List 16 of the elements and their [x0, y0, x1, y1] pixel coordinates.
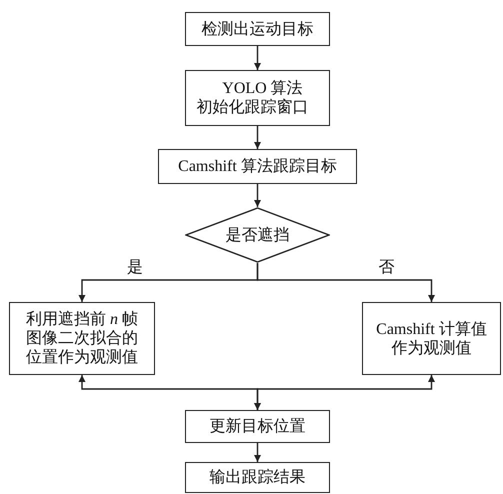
process-box: 利用遮挡前 n 帧图像二次拟合的位置作为观测值: [9, 302, 155, 375]
process-box: YOLO 算法初始化跟踪窗口: [185, 70, 330, 126]
process-box: 更新目标位置: [185, 410, 330, 443]
arrow: [256, 263, 435, 302]
arrow: [254, 375, 435, 410]
arrow: [254, 46, 261, 70]
arrow: [254, 184, 261, 207]
arrow: [254, 443, 261, 462]
edge-label: 否: [376, 259, 396, 277]
process-box: Camshift 计算值作为观测值: [362, 302, 501, 375]
process-box: 检测出运动目标: [185, 12, 330, 46]
process-box: Camshift 算法跟踪目标: [158, 149, 357, 184]
edge-label: 是: [125, 259, 145, 277]
arrow: [254, 126, 261, 149]
decision-diamond: 是否遮挡: [185, 207, 330, 263]
process-box: 输出跟踪结果: [185, 462, 330, 493]
